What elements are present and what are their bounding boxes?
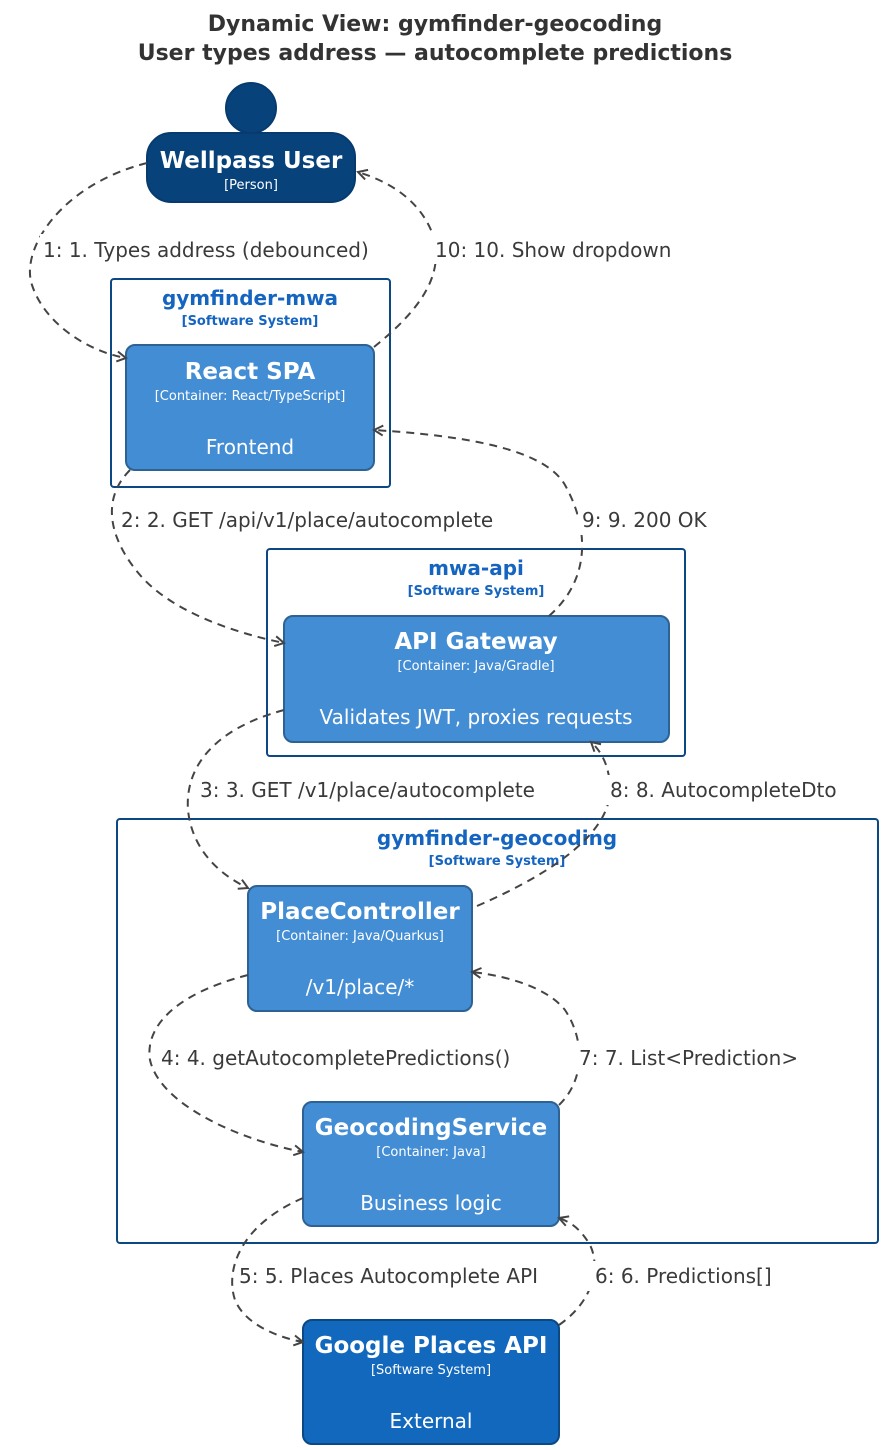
system-type: [Software System]: [371, 1363, 491, 1378]
relation-5-label: 5: 5. Places Autocomplete API: [239, 1264, 538, 1288]
relation-10-label: 10: 10. Show dropdown: [435, 238, 671, 262]
relation-10-arrow: [358, 172, 437, 348]
relation-3-label: 3: 3. GET /v1/place/autocomplete: [200, 778, 535, 802]
container-api-gateway: API Gateway [Container: Java/Gradle] Val…: [283, 615, 670, 743]
container-type: [Container: Java]: [376, 1145, 485, 1160]
container-desc: Business logic: [360, 1191, 502, 1215]
diagram-title: Dynamic View: gymfinder-geocoding: [208, 12, 662, 37]
container-type: [Container: Java/Gradle]: [397, 659, 554, 674]
relation-1-arrow: [28, 162, 148, 358]
container-desc: Validates JWT, proxies requests: [320, 705, 633, 729]
relation-4-arrow: [148, 974, 303, 1152]
boundary-gymfinder-geocoding: gymfinder-geocoding [Software System]: [116, 818, 879, 1244]
system-desc: External: [390, 1409, 473, 1433]
relation-9-label: 9: 9. 200 OK: [582, 508, 708, 532]
container-name: React SPA: [185, 359, 316, 385]
person-wellpass-user: Wellpass User [Person]: [146, 82, 356, 203]
person-name: Wellpass User: [160, 148, 343, 174]
relation-labels: 1: 1. Types address (debounced) 10: 10. …: [40, 234, 876, 1291]
relation-9-arrow: [374, 430, 584, 617]
boundary-name: gymfinder-geocoding: [377, 826, 617, 850]
relation-2-arrow: [110, 469, 284, 643]
person-icon: [225, 82, 277, 134]
container-type: [Container: Java/Quarkus]: [276, 929, 444, 944]
container-name: PlaceController: [260, 899, 460, 925]
boundary-name: mwa-api: [428, 556, 524, 580]
container-react-spa: React SPA [Container: React/TypeScript] …: [125, 344, 375, 471]
boundary-name: gymfinder-mwa: [162, 286, 338, 310]
relation-8-arrow: [476, 742, 612, 907]
container-name: API Gateway: [394, 629, 557, 655]
relation-1-label: 1: 1. Types address (debounced): [43, 238, 369, 262]
relation-4-label: 4: 4. getAutocompletePredictions(): [161, 1046, 510, 1070]
system-google-places-api: Google Places API [Software System] Exte…: [302, 1319, 560, 1445]
relation-6-arrow: [559, 1218, 596, 1326]
container-desc: /v1/place/*: [306, 975, 415, 999]
container-name: GeocodingService: [315, 1115, 548, 1141]
relation-7-label: 7: 7. List<Prediction>: [579, 1046, 798, 1070]
diagram-subtitle: User types address — autocomplete predic…: [138, 41, 733, 66]
boundary-type: [Software System]: [429, 854, 566, 869]
container-geocoding-service: GeocodingService [Container: Java] Busin…: [302, 1101, 560, 1227]
person-type: [Person]: [224, 178, 278, 193]
boundary-mwa-api: mwa-api [Software System]: [266, 548, 686, 757]
relation-2-label: 2: 2. GET /api/v1/place/autocomplete: [121, 508, 493, 532]
system-name: Google Places API: [315, 1333, 548, 1359]
boundary-gymfinder-mwa: gymfinder-mwa [Software System]: [110, 278, 391, 488]
container-type: [Container: React/TypeScript]: [155, 389, 346, 404]
boundary-type: [Software System]: [182, 314, 319, 329]
relation-6-label: 6: 6. Predictions[]: [595, 1264, 772, 1288]
container-place-controller: PlaceController [Container: Java/Quarkus…: [247, 885, 473, 1012]
relation-8-label: 8: 8. AutocompleteDto: [610, 778, 837, 802]
relation-5-arrow: [231, 1197, 303, 1342]
boundary-type: [Software System]: [408, 584, 545, 599]
relation-7-arrow: [472, 972, 581, 1106]
container-desc: Frontend: [206, 435, 294, 459]
